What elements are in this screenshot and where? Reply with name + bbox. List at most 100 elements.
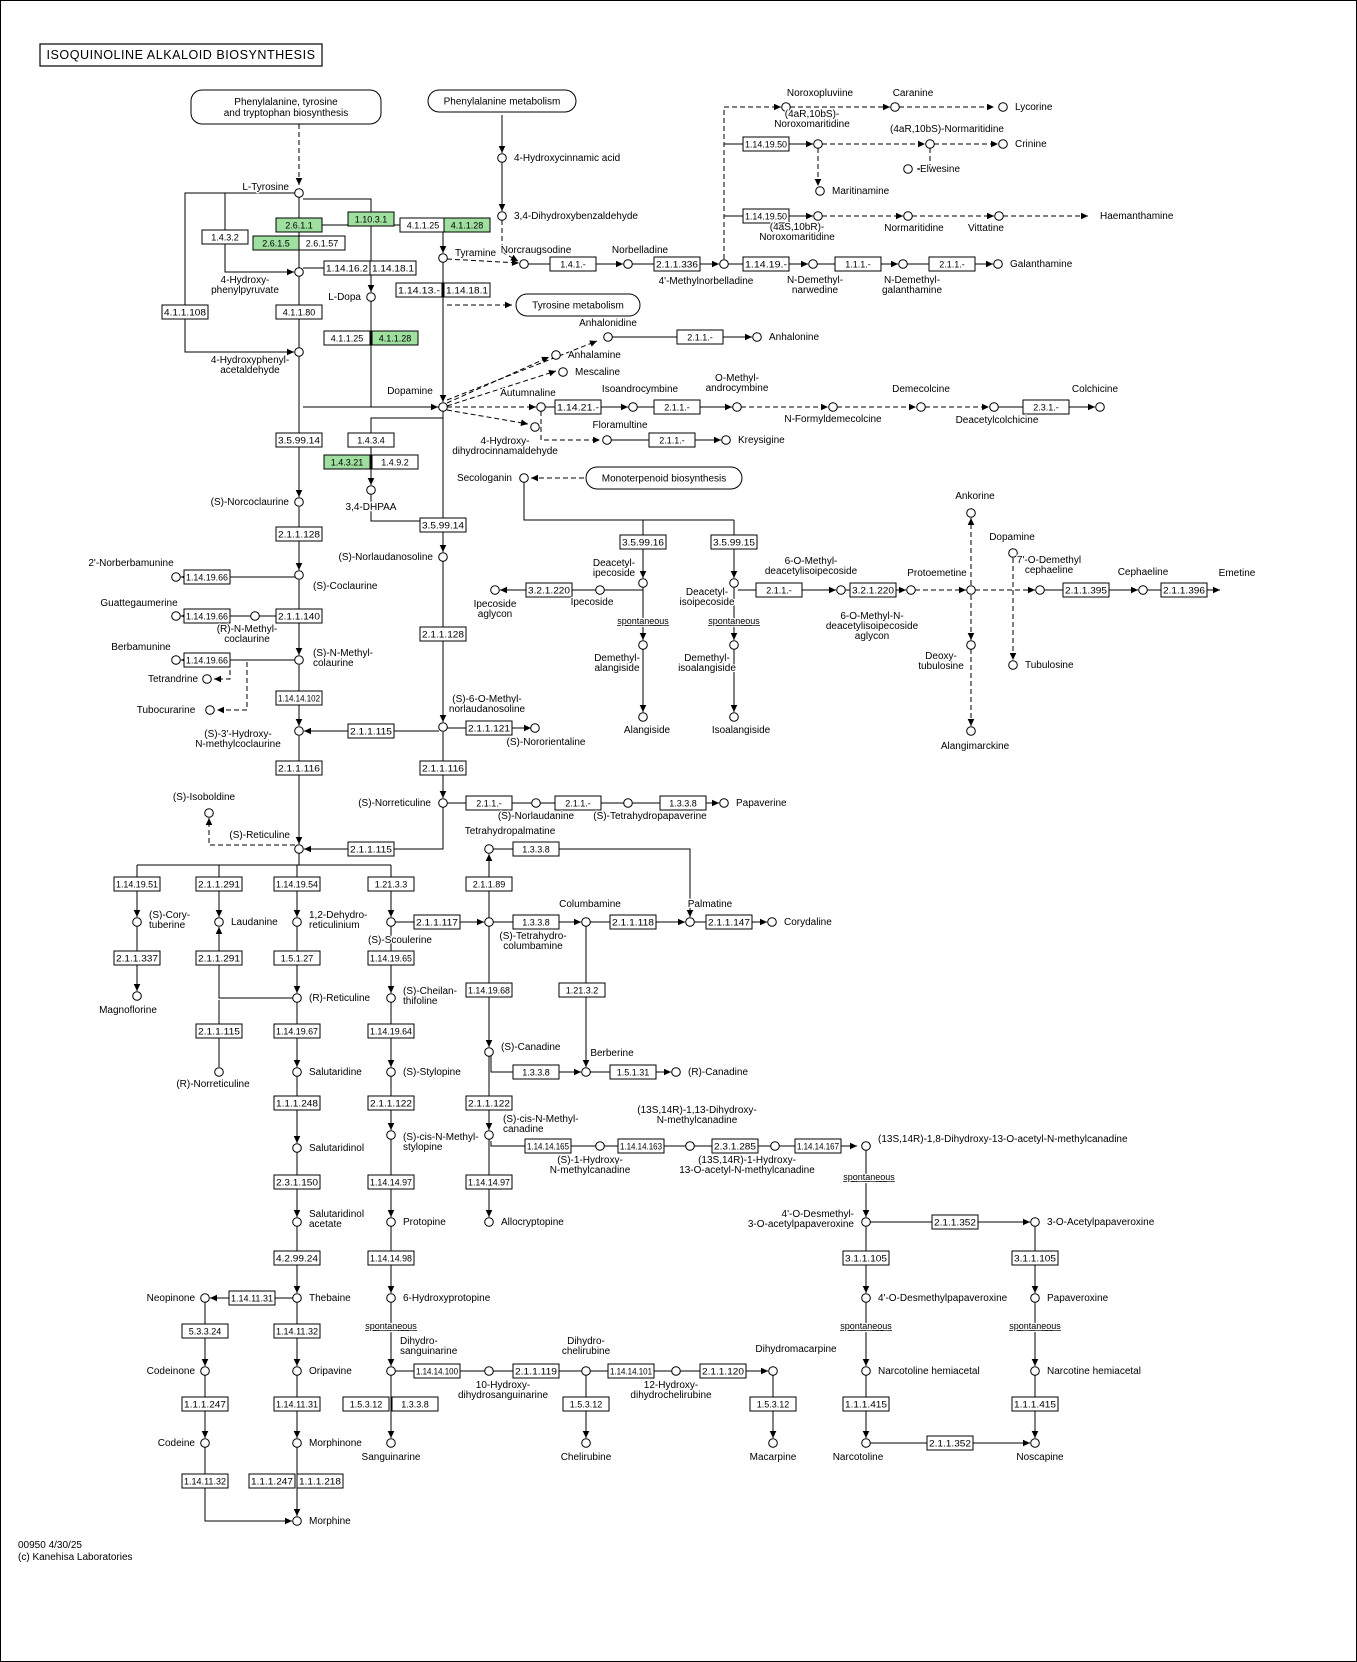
enzyme-1.14.19.68[interactable]: 1.14.19.68 — [465, 982, 513, 998]
compound-circle[interactable] — [903, 211, 913, 221]
enzyme-1.5.3.12[interactable]: 1.5.3.12 — [342, 1396, 390, 1412]
compound-circle[interactable] — [998, 139, 1008, 149]
enzyme-2.1.1.122[interactable]: 2.1.1.122 — [367, 1095, 415, 1111]
compound-circle[interactable] — [623, 259, 633, 269]
compound-circle[interactable] — [294, 188, 304, 198]
enzyme-2.1.1.395[interactable]: 2.1.1.395 — [1062, 582, 1110, 598]
compound-circle[interactable] — [638, 712, 648, 722]
enzyme-2.1.1.89[interactable]: 2.1.1.89 — [465, 876, 513, 892]
enzyme-1.14.19.66[interactable]: 1.14.19.66 — [183, 569, 231, 585]
enzyme-2.1.1.-[interactable]: 2.1.1.- — [928, 256, 976, 272]
compound-circle[interactable] — [171, 611, 181, 621]
enzyme-1.14.18.1[interactable]: 1.14.18.1 — [443, 282, 491, 298]
compound-circle[interactable] — [294, 726, 304, 736]
enzyme-1.14.19.66[interactable]: 1.14.19.66 — [183, 652, 231, 668]
enzyme-2.1.1.-[interactable]: 2.1.1.- — [755, 582, 803, 598]
compound-circle[interactable] — [1030, 1293, 1040, 1303]
enzyme-3.5.99.16[interactable]: 3.5.99.16 — [619, 534, 667, 550]
enzyme-1.14.18.1[interactable]: 1.14.18.1 — [369, 260, 417, 276]
enzyme-2.6.1.1[interactable]: 2.6.1.1 — [275, 217, 323, 233]
compound-circle[interactable] — [292, 1067, 302, 1077]
enzyme-3.5.99.15[interactable]: 3.5.99.15 — [710, 534, 758, 550]
enzyme-1.14.14.97[interactable]: 1.14.14.97 — [465, 1174, 513, 1190]
enzyme-1.14.14.167[interactable]: 1.14.14.167 — [794, 1138, 842, 1154]
compound-circle[interactable] — [386, 1067, 396, 1077]
compound-circle[interactable] — [490, 585, 500, 595]
enzyme-1.14.14.163[interactable]: 1.14.14.163 — [617, 1138, 665, 1154]
enzyme-1.14.19.50[interactable]: 1.14.19.50 — [742, 136, 790, 152]
compound-circle[interactable] — [781, 102, 791, 112]
enzyme-2.1.1.-[interactable]: 2.1.1.- — [465, 795, 513, 811]
compound-circle[interactable] — [484, 1366, 494, 1376]
compound-circle[interactable] — [861, 1217, 871, 1227]
compound-circle[interactable] — [732, 402, 742, 412]
compound-circle[interactable] — [519, 473, 529, 483]
enzyme-1.14.19.-[interactable]: 1.14.19.- — [742, 256, 790, 272]
compound-circle[interactable] — [294, 655, 304, 665]
pathway-link-phenylalanine-metabolism[interactable]: Phenylalanine metabolism — [427, 89, 577, 113]
compound-circle[interactable] — [768, 1366, 778, 1376]
compound-circle[interactable] — [719, 798, 729, 808]
compound-circle[interactable] — [438, 722, 448, 732]
enzyme-2.1.1.337[interactable]: 2.1.1.337 — [113, 950, 161, 966]
compound-circle[interactable] — [536, 402, 546, 412]
compound-circle[interactable] — [386, 1293, 396, 1303]
enzyme-2.1.1.119[interactable]: 2.1.1.119 — [512, 1363, 560, 1379]
compound-circle[interactable] — [438, 798, 448, 808]
compound-circle[interactable] — [519, 259, 529, 269]
compound-circle[interactable] — [671, 1067, 681, 1077]
compound-circle[interactable] — [386, 1130, 396, 1140]
compound-circle[interactable] — [1030, 1366, 1040, 1376]
enzyme-2.3.1.-[interactable]: 2.3.1.- — [1022, 399, 1070, 415]
compound-circle[interactable] — [623, 798, 633, 808]
compound-circle[interactable] — [671, 1366, 681, 1376]
compound-circle[interactable] — [638, 578, 648, 588]
enzyme-1.1.1.-[interactable]: 1.1.1.- — [834, 256, 882, 272]
enzyme-1.14.14.98[interactable]: 1.14.14.98 — [367, 1250, 415, 1266]
compound-circle[interactable] — [531, 798, 541, 808]
compound-circle[interactable] — [729, 712, 739, 722]
compound-circle[interactable] — [292, 1438, 302, 1448]
compound-circle[interactable] — [603, 332, 613, 342]
enzyme-1.14.21.-[interactable]: 1.14.21.- — [554, 399, 602, 415]
compound-circle[interactable] — [685, 917, 695, 927]
enzyme-1.14.19.64[interactable]: 1.14.19.64 — [367, 1023, 415, 1039]
enzyme-2.1.1.115[interactable]: 2.1.1.115 — [347, 841, 395, 857]
compound-circle[interactable] — [861, 1366, 871, 1376]
compound-circle[interactable] — [202, 674, 212, 684]
enzyme-2.1.1.291[interactable]: 2.1.1.291 — [195, 950, 243, 966]
compound-circle[interactable] — [767, 917, 777, 927]
compound-circle[interactable] — [898, 259, 908, 269]
compound-circle[interactable] — [925, 139, 935, 149]
compound-circle[interactable] — [438, 552, 448, 562]
compound-circle[interactable] — [497, 153, 507, 163]
compound-circle[interactable] — [993, 259, 1003, 269]
enzyme-1.5.1.27[interactable]: 1.5.1.27 — [273, 950, 321, 966]
enzyme-2.1.1.115[interactable]: 2.1.1.115 — [347, 723, 395, 739]
compound-circle[interactable] — [916, 402, 926, 412]
enzyme-3.5.99.14[interactable]: 3.5.99.14 — [275, 432, 323, 448]
enzyme-2.1.1.396[interactable]: 2.1.1.396 — [1160, 582, 1208, 598]
pathway-link-monoterpenoid-biosynthesis[interactable]: Monoterpenoid biosynthesis — [585, 466, 743, 490]
compound-circle[interactable] — [836, 585, 846, 595]
compound-circle[interactable] — [1030, 1438, 1040, 1448]
compound-circle[interactable] — [484, 1130, 494, 1140]
compound-circle[interactable] — [581, 1067, 591, 1077]
enzyme-2.3.1.150[interactable]: 2.3.1.150 — [273, 1174, 321, 1190]
compound-circle[interactable] — [994, 211, 1004, 221]
enzyme-1.14.14.101[interactable]: 1.14.14.101 — [607, 1363, 655, 1379]
compound-circle[interactable] — [998, 102, 1008, 112]
compound-circle[interactable] — [132, 991, 142, 1001]
enzyme-2.1.1.115[interactable]: 2.1.1.115 — [195, 1023, 243, 1039]
compound-circle[interactable] — [292, 917, 302, 927]
compound-circle[interactable] — [595, 585, 605, 595]
enzyme-1.1.1.247[interactable]: 1.1.1.247 — [181, 1396, 229, 1412]
enzyme-1.14.19.67[interactable]: 1.14.19.67 — [273, 1023, 321, 1039]
enzyme-1.4.1.-[interactable]: 1.4.1.- — [549, 256, 597, 272]
compound-circle[interactable] — [171, 655, 181, 665]
compound-circle[interactable] — [1138, 585, 1148, 595]
compound-circle[interactable] — [484, 1047, 494, 1057]
enzyme-1.3.3.8[interactable]: 1.3.3.8 — [512, 914, 560, 930]
enzyme-2.1.1.128[interactable]: 2.1.1.128 — [275, 526, 323, 542]
enzyme-3.2.1.220[interactable]: 3.2.1.220 — [849, 582, 897, 598]
